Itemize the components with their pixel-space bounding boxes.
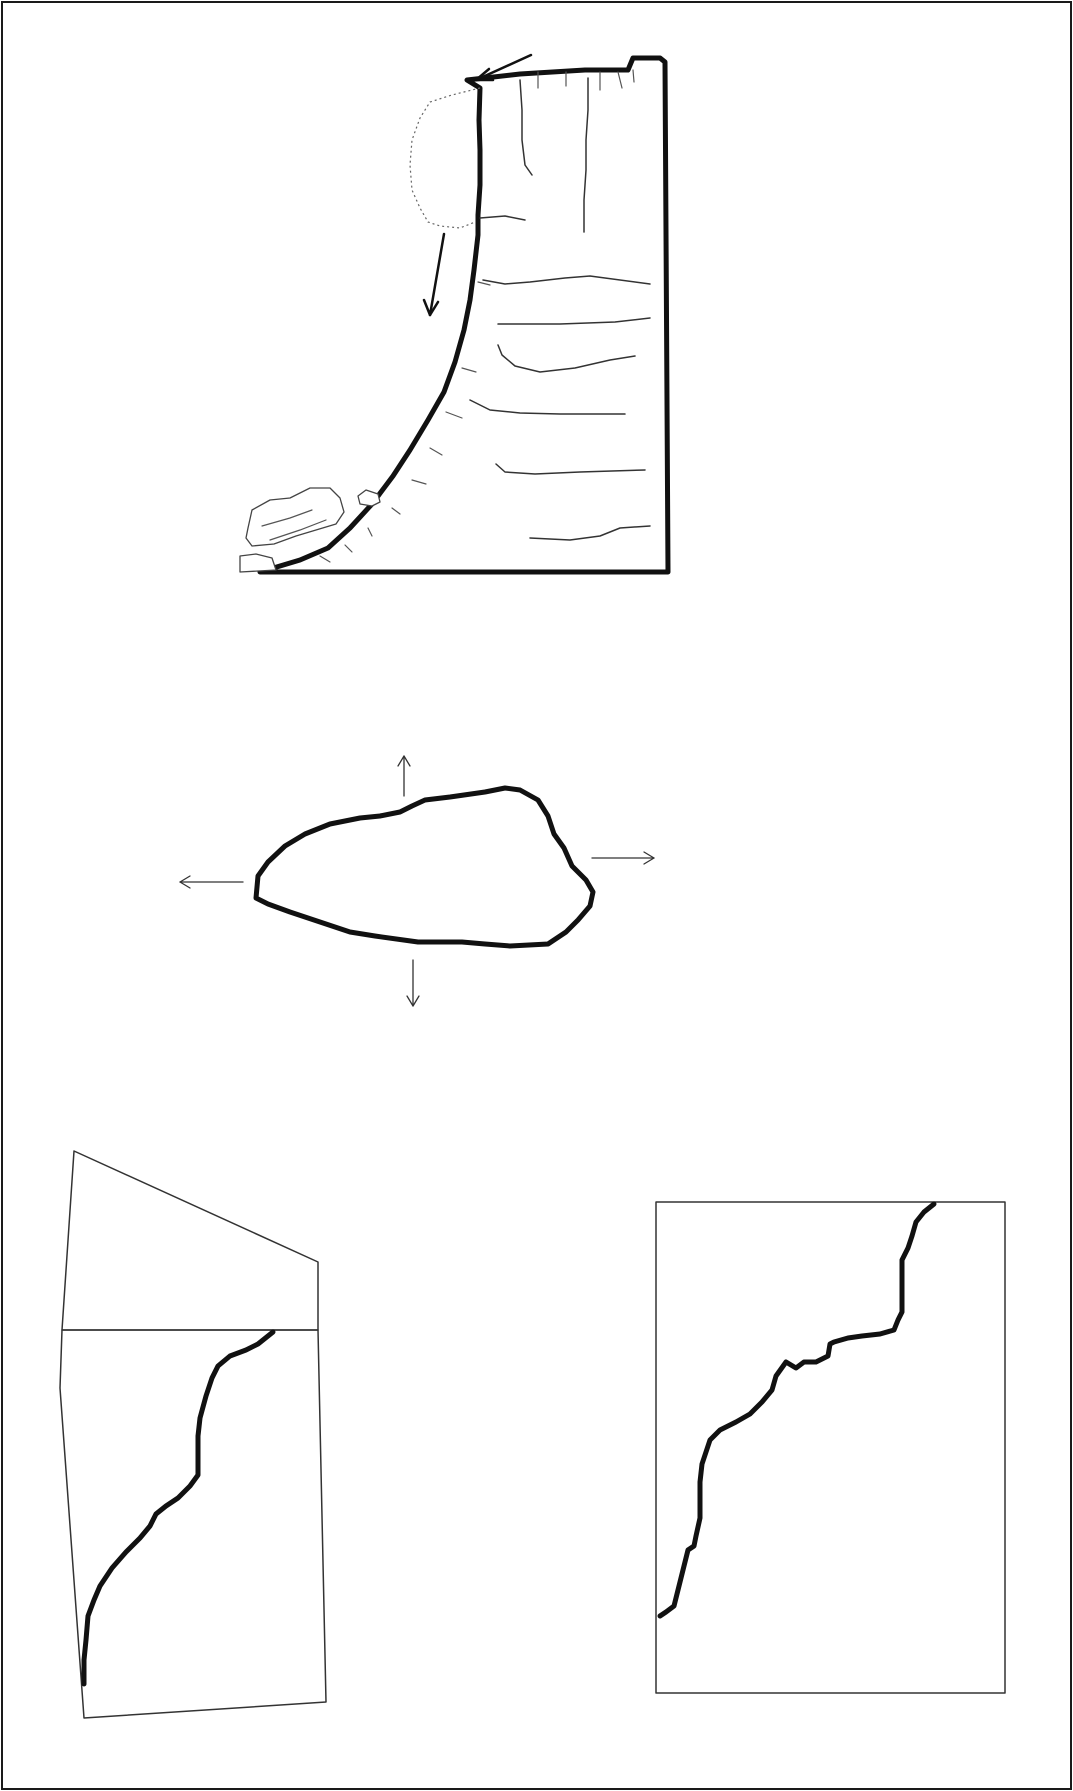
arrow-up (398, 756, 410, 796)
lower-block (60, 1330, 326, 1718)
cliff-diagram (240, 55, 668, 572)
arrow-right (592, 852, 654, 864)
talus-boulder-large (246, 488, 344, 546)
rectangle-block-diagram (656, 1202, 1005, 1693)
clast-outline (256, 788, 593, 946)
upper-wedge (62, 1151, 318, 1330)
arrow-left (180, 876, 243, 888)
talus-boulder-small (358, 490, 380, 506)
fracture-trace-right (660, 1204, 934, 1616)
fracture-trace-left (84, 1332, 273, 1684)
tension-diagram (180, 756, 654, 1006)
fall-arrow (424, 234, 444, 315)
detached-block-outline (410, 88, 480, 228)
talus-block-bottom (240, 554, 276, 572)
arrow-down (407, 960, 419, 1006)
tilted-block-diagram (60, 1151, 326, 1718)
